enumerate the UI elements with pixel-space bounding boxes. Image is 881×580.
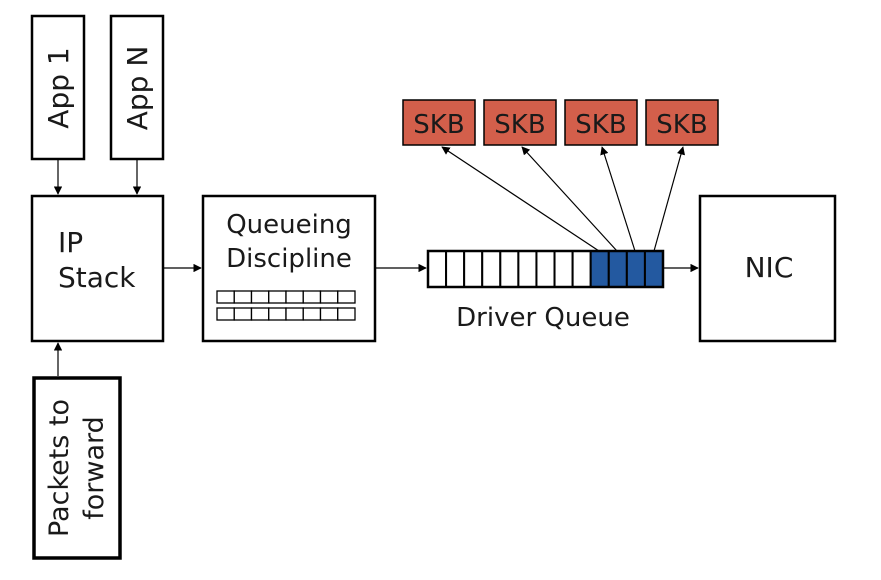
qdisc-slot xyxy=(268,307,287,321)
skb-label-4: SKB xyxy=(656,110,707,140)
driver-queue-slot-empty xyxy=(463,250,484,288)
driver-queue-slot-empty xyxy=(445,250,466,288)
qdisc-queue-grid xyxy=(216,290,356,321)
appN-node: App N xyxy=(109,14,165,161)
qdisc-slot xyxy=(250,307,270,321)
skb-label-2: SKB xyxy=(494,110,545,140)
qdisc-label-line2: Discipline xyxy=(226,244,352,274)
qdisc-slot xyxy=(268,290,287,304)
skb-label-3: SKB xyxy=(575,110,626,140)
driver-queue-slot-filled xyxy=(643,250,664,288)
driver-queue-label: Driver Queue xyxy=(456,303,630,333)
driver-queue-slot-empty xyxy=(427,250,448,288)
qdisc-slot xyxy=(337,290,356,304)
ip-stack-label-line2: Stack xyxy=(58,261,136,294)
driver-queue-slot-empty xyxy=(571,250,592,288)
qdisc-slot xyxy=(216,307,235,321)
driver-queue-slot-empty xyxy=(535,250,556,288)
driver-queue-slot-filled xyxy=(589,250,610,288)
pointer-slot3-skb3 xyxy=(600,146,636,252)
driver-queue-slots xyxy=(427,250,664,288)
skb-node-3: SKB xyxy=(564,99,638,146)
skb-node-1: SKB xyxy=(402,99,476,146)
qdisc-slot xyxy=(233,290,253,304)
qdisc-slot xyxy=(216,290,235,304)
driver-queue-slot-empty xyxy=(553,250,574,288)
qdisc-slot xyxy=(302,290,322,304)
driver-queue: Driver Queue xyxy=(426,249,665,333)
qdisc-slot xyxy=(285,307,304,321)
ip-stack-node: IP Stack xyxy=(30,194,165,343)
packets-to-forward-line1: Packets to xyxy=(44,399,75,537)
driver-queue-slot-empty xyxy=(481,250,502,288)
packets-to-forward-line2: forward xyxy=(79,416,110,520)
ip-stack-label-line1: IP xyxy=(58,226,83,259)
qdisc-slot xyxy=(337,307,356,321)
skb-node-4: SKB xyxy=(645,99,719,146)
skb-node-2: SKB xyxy=(483,99,557,146)
nic-label: NIC xyxy=(745,251,794,284)
qdisc-slot xyxy=(250,290,270,304)
driver-queue-outline xyxy=(426,249,665,289)
pointer-slot2-skb2 xyxy=(521,146,618,252)
qdisc-label-line1: Queueing xyxy=(226,210,352,240)
qdisc-slot xyxy=(319,307,339,321)
packets-to-forward-node: Packets to forward xyxy=(32,376,122,560)
qdisc-slot xyxy=(285,290,304,304)
qdisc-slot xyxy=(233,307,253,321)
appN-label: App N xyxy=(121,46,154,131)
app1-node: App 1 xyxy=(30,14,86,161)
pointer-slot4-skb4 xyxy=(653,146,686,252)
qdisc-slot xyxy=(302,307,322,321)
app1-label: App 1 xyxy=(42,47,75,128)
pointer-slot1-skb1 xyxy=(441,146,600,252)
driver-queue-slot-filled xyxy=(607,250,628,288)
qdisc-slot xyxy=(319,290,339,304)
nic-node: NIC xyxy=(698,194,837,343)
queueing-discipline-node: Queueing Discipline xyxy=(201,194,377,343)
driver-queue-slot-empty xyxy=(499,250,520,288)
skb-label-1: SKB xyxy=(413,110,464,140)
driver-queue-slot-empty xyxy=(517,250,538,288)
driver-queue-slot-filled xyxy=(625,250,646,288)
